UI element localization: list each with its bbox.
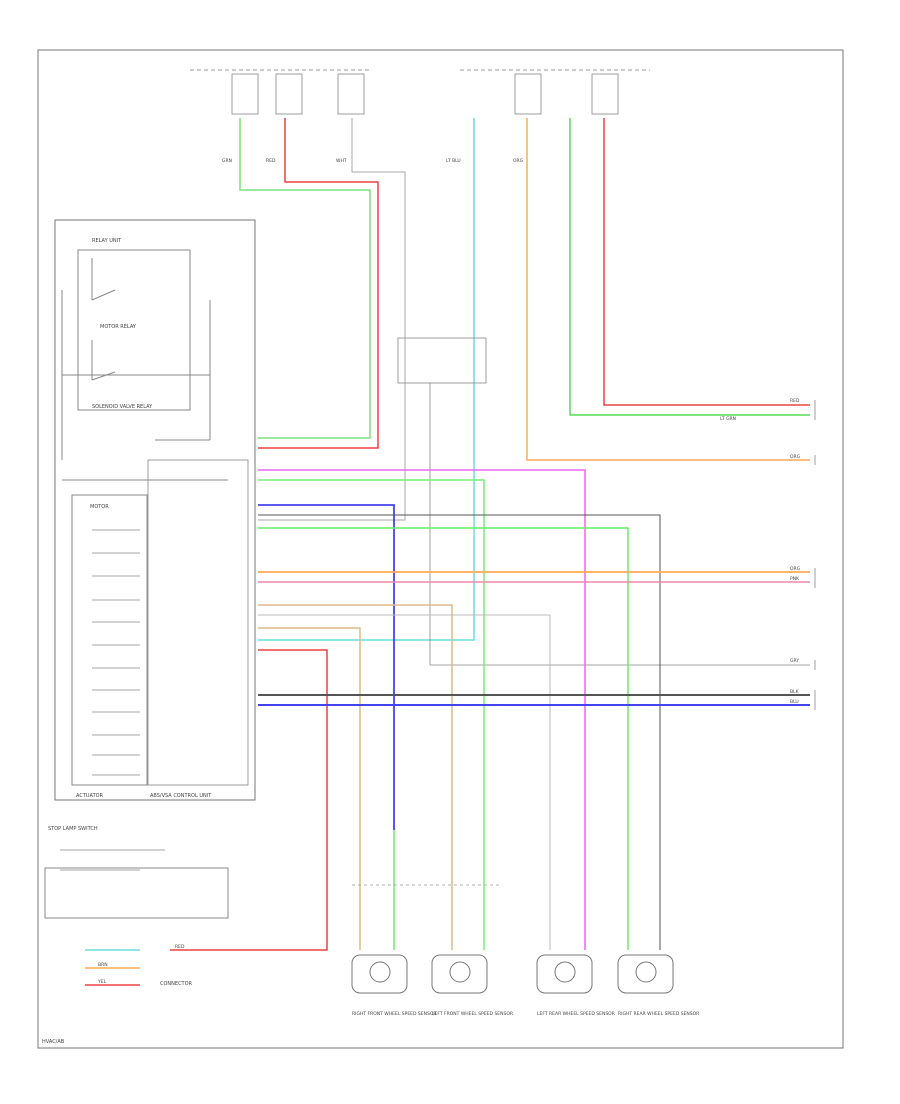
wire-tan <box>258 604 453 950</box>
diagram-border <box>37 49 844 1049</box>
sensor-lf-icon <box>431 954 488 994</box>
wire-grn-2 <box>258 479 485 950</box>
wire-label-yel: YEL <box>97 979 107 985</box>
sensor-lr-icon <box>536 954 593 994</box>
fuse-block-1 <box>231 73 619 115</box>
footer-code: HVAC/AB <box>42 1039 65 1045</box>
stop-lamp-box <box>44 867 229 919</box>
wire-label-red-bottom: RED <box>175 944 185 950</box>
label-motor-relay: MOTOR RELAY <box>100 324 137 330</box>
label-sensor-rf: RIGHT FRONT WHEEL SPEED SENSOR <box>352 1011 437 1017</box>
wire-red-2 <box>170 649 328 951</box>
wire-ltblu-top <box>258 118 475 641</box>
label-motor: MOTOR <box>90 504 109 510</box>
wire-grn-right <box>569 118 810 416</box>
label-solenoid: SOLENOID VALVE RELAY <box>92 404 153 410</box>
wire-red-right <box>603 118 810 406</box>
wire-label-pnk-right: PNK <box>790 576 800 582</box>
motor-box <box>71 494 148 786</box>
wire-label-red: RED <box>266 158 276 164</box>
wire-wht-top <box>258 118 406 521</box>
wire-blk-1 <box>258 514 661 950</box>
wire-label-org-right-2: ORG <box>790 566 801 572</box>
wire-label-grn: GRN <box>222 158 232 164</box>
label-control-unit: ABS/VSA CONTROL UNIT <box>150 793 212 799</box>
wire-tan-2 <box>258 627 361 950</box>
wire-grn-top <box>239 118 371 439</box>
stop-lamp-wires <box>60 849 165 986</box>
wire-label-gry-right: GRY <box>790 658 799 664</box>
control-unit-box <box>147 459 249 786</box>
wire-label-red-right: RED <box>790 398 800 404</box>
wire-label-brn: BRN <box>98 962 108 968</box>
relay-internal-lines <box>61 258 228 481</box>
wire-ltgrn <box>258 527 629 950</box>
relay-inner-box <box>77 249 191 411</box>
wire-gry <box>258 614 551 950</box>
sensor-rf-icon <box>351 954 408 994</box>
label-relay-unit: RELAY UNIT <box>92 238 122 244</box>
wire-label-wht: WHT <box>336 158 347 164</box>
wire-label-org-right: ORG <box>790 454 801 460</box>
wire-label-ltblu: LT BLU <box>446 158 461 164</box>
label-actuator: ACTUATOR <box>76 793 104 799</box>
label-connector: CONNECTOR <box>160 981 193 987</box>
wire-pnk-1 <box>258 469 586 950</box>
wire-label-blu-right: BLU <box>790 699 799 705</box>
sensor-rr-icon <box>617 954 674 994</box>
wire-blu-1 <box>258 504 395 830</box>
relay-unit-box <box>54 219 256 801</box>
wire-label-ltgrn: LT GRN <box>720 416 736 422</box>
mid-connector <box>397 337 810 666</box>
wire-red-top <box>258 118 379 449</box>
label-sensor-rr: RIGHT REAR WHEEL SPEED SENSOR <box>618 1011 699 1017</box>
label-stop-lamp: STOP LAMP SWITCH <box>48 826 98 832</box>
motor-pins <box>92 529 140 776</box>
wire-label-org: ORG <box>513 158 524 164</box>
wire-label-blk-right: BLK <box>790 689 800 695</box>
label-sensor-lr: LEFT REAR WHEEL SPEED SENSOR <box>537 1011 615 1017</box>
label-sensor-lf: LEFT FRONT WHEEL SPEED SENSOR <box>432 1011 513 1017</box>
wire-org-top <box>526 118 810 461</box>
